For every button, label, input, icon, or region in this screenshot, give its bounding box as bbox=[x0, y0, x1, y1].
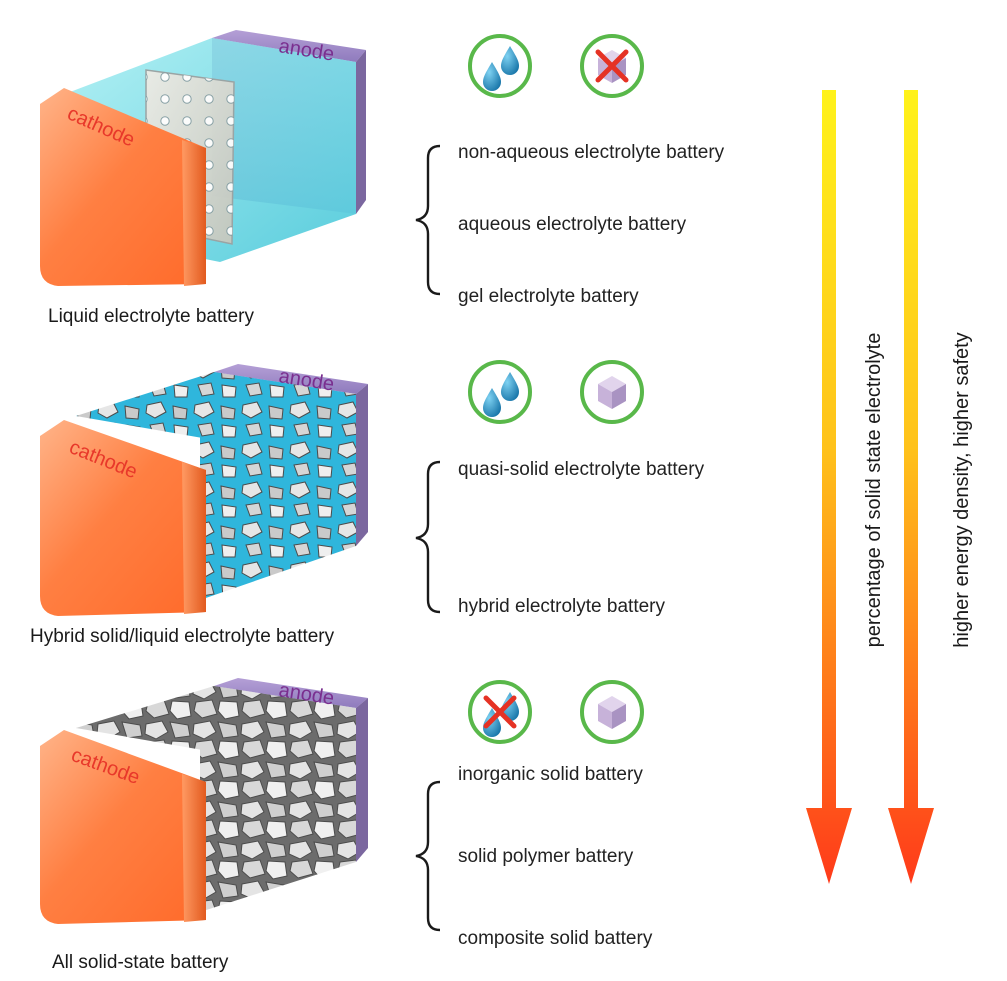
anode-plate-side bbox=[356, 50, 366, 214]
cathode-plate-side bbox=[182, 774, 206, 922]
hybrid-electrolyte-top bbox=[76, 372, 356, 440]
solid-cube-icon bbox=[580, 680, 644, 744]
category-item: quasi-solid electrolyte battery bbox=[458, 459, 705, 480]
cathode-plate bbox=[40, 88, 206, 286]
anode-plate-top bbox=[214, 364, 368, 394]
battery-illustration-hybrid bbox=[40, 364, 368, 616]
hybrid-electrolyte-front bbox=[200, 394, 356, 600]
category-item: solid polymer battery bbox=[458, 846, 634, 867]
tier-title-liquid: Liquid electrolyte battery bbox=[48, 306, 254, 327]
tier-title-hybrid: Hybrid solid/liquid electrolyte battery bbox=[30, 626, 335, 647]
cathode-plate-side bbox=[182, 140, 206, 286]
battery-illustration-liquid bbox=[40, 30, 366, 286]
tier-title-solid-state: All solid-state battery bbox=[52, 952, 229, 973]
solid-cube-icon bbox=[580, 360, 644, 424]
category-item: composite solid battery bbox=[458, 928, 653, 949]
trend-arrow-solid-percentage bbox=[806, 90, 852, 884]
arrow-label: percentage of solid state electrolyte bbox=[863, 333, 885, 648]
cathode-plate-side bbox=[182, 462, 206, 614]
droplets-icon bbox=[468, 34, 532, 98]
category-item: gel electrolyte battery bbox=[458, 286, 639, 307]
arrow-label: higher energy density, higher safety bbox=[951, 332, 973, 647]
cathode-plate bbox=[40, 420, 206, 616]
droplets-icon bbox=[468, 360, 532, 424]
solid-electrolyte-top bbox=[76, 686, 356, 752]
anode-plate-side bbox=[356, 384, 368, 546]
cathode-plate bbox=[40, 730, 206, 924]
category-brace bbox=[415, 460, 441, 614]
solid-electrolyte-front bbox=[200, 708, 356, 912]
anode-plate-top bbox=[212, 30, 366, 62]
category-brace bbox=[415, 780, 441, 932]
crossed-solid-cube-icon bbox=[580, 34, 644, 98]
anode-plate-top bbox=[214, 678, 368, 708]
anode-plate-side bbox=[356, 698, 368, 862]
category-item: non-aqueous electrolyte battery bbox=[458, 142, 725, 163]
category-item: aqueous electrolyte battery bbox=[458, 214, 687, 235]
category-item: hybrid electrolyte battery bbox=[458, 596, 665, 617]
battery-illustration-solid-state bbox=[40, 678, 368, 924]
trend-arrow-energy-safety bbox=[888, 90, 934, 884]
crossed-droplets-icon bbox=[468, 680, 532, 744]
category-brace bbox=[415, 144, 441, 296]
category-item: inorganic solid battery bbox=[458, 764, 643, 785]
